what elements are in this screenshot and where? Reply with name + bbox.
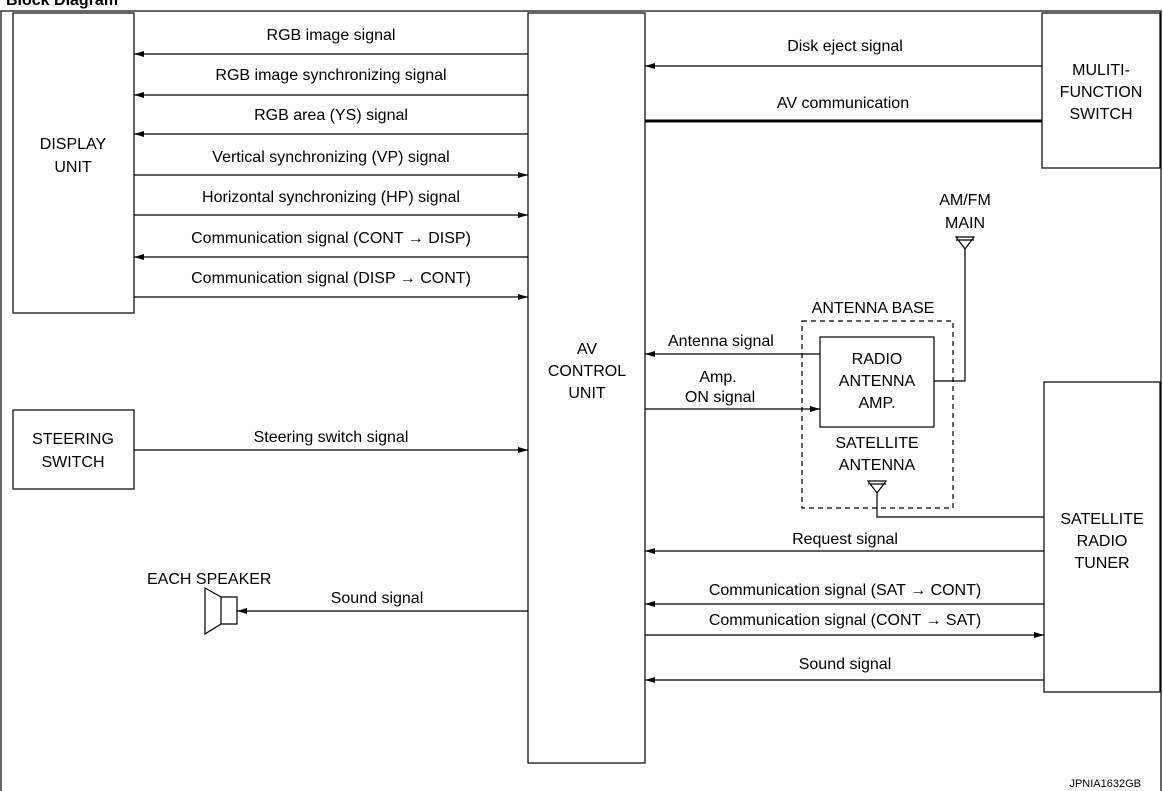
am-fm-main-label-1: AM/FM: [939, 192, 991, 209]
each-speaker-label: EACH SPEAKER: [147, 571, 271, 588]
am-fm-to-amp-line: [934, 249, 966, 382]
comm-cont-disp-label: Communication signal (CONT → DISP): [191, 230, 471, 247]
av-control-unit-label-2: CONTROL: [548, 363, 626, 380]
sound-signal-left-label: Sound signal: [331, 590, 424, 607]
rgb-sync-signal-label: RGB image synchronizing signal: [215, 67, 446, 84]
steering-switch-box: [12, 409, 135, 490]
satellite-radio-tuner-box: [1043, 381, 1161, 693]
radio-antenna-amp-label-3: AMP.: [858, 395, 895, 412]
satellite-antenna-to-tuner-line: [876, 493, 1044, 518]
figure-reference-code: JPNIA1632GB: [1069, 778, 1141, 790]
display-unit-box: [12, 12, 135, 314]
antenna-signal-label: Antenna signal: [668, 333, 774, 350]
av-control-unit-label-3: UNIT: [568, 385, 606, 402]
satellite-antenna-label-2: ANTENNA: [839, 457, 916, 474]
amp-on-signal-label-1: Amp.: [699, 369, 736, 386]
vp-signal-label: Vertical synchronizing (VP) signal: [212, 149, 449, 166]
satellite-radio-tuner-label-3: TUNER: [1074, 555, 1129, 572]
radio-antenna-amp-label-2: ANTENNA: [839, 373, 916, 390]
comm-sat-cont-label: Communication signal (SAT → CONT): [709, 582, 981, 599]
radio-antenna-amp-label-1: RADIO: [852, 351, 903, 368]
rgb-area-signal-label: RGB area (YS) signal: [254, 107, 408, 124]
disk-eject-signal-label: Disk eject signal: [787, 38, 903, 55]
display-unit-label-2: UNIT: [54, 159, 92, 176]
satellite-radio-tuner-label-2: RADIO: [1077, 533, 1128, 550]
multifunction-switch-label-2: FUNCTION: [1060, 84, 1143, 101]
am-fm-antenna-icon: [954, 236, 976, 250]
multifunction-switch-label-3: SWITCH: [1069, 106, 1132, 123]
antenna-base-boundary: [801, 320, 954, 509]
rgb-image-signal-label: RGB image signal: [267, 27, 396, 44]
av-communication-label: AV communication: [777, 95, 909, 112]
satellite-antenna-label-1: SATELLITE: [835, 435, 918, 452]
radio-antenna-amp-box: [819, 336, 935, 428]
satellite-radio-tuner-label-1: SATELLITE: [1060, 511, 1143, 528]
comm-disp-cont-label: Communication signal (DISP → CONT): [191, 270, 471, 287]
am-fm-main-label-2: MAIN: [945, 215, 985, 232]
antenna-base-label: ANTENNA BASE: [812, 300, 935, 317]
comm-cont-sat-label: Communication signal (CONT → SAT): [709, 612, 981, 629]
steering-switch-label-1: STEERING: [32, 431, 114, 448]
multifunction-switch-box: [1041, 12, 1161, 169]
amp-on-signal-label-2: ON signal: [685, 389, 755, 406]
av-control-unit-label-1: AV: [577, 341, 597, 358]
sound-signal-right-label: Sound signal: [799, 656, 892, 673]
steering-switch-label-2: SWITCH: [41, 454, 104, 471]
av-control-unit-box: [527, 12, 646, 764]
speaker-icon: [204, 586, 238, 636]
diagram-title: Block Diagram: [6, 0, 118, 9]
request-signal-label: Request signal: [792, 531, 898, 548]
multifunction-switch-label-1: MULITI-: [1072, 62, 1130, 79]
hp-signal-label: Horizontal synchronizing (HP) signal: [202, 189, 460, 206]
steering-switch-signal-label: Steering switch signal: [254, 429, 409, 446]
satellite-antenna-icon: [866, 480, 888, 494]
display-unit-label-1: DISPLAY: [40, 136, 107, 153]
